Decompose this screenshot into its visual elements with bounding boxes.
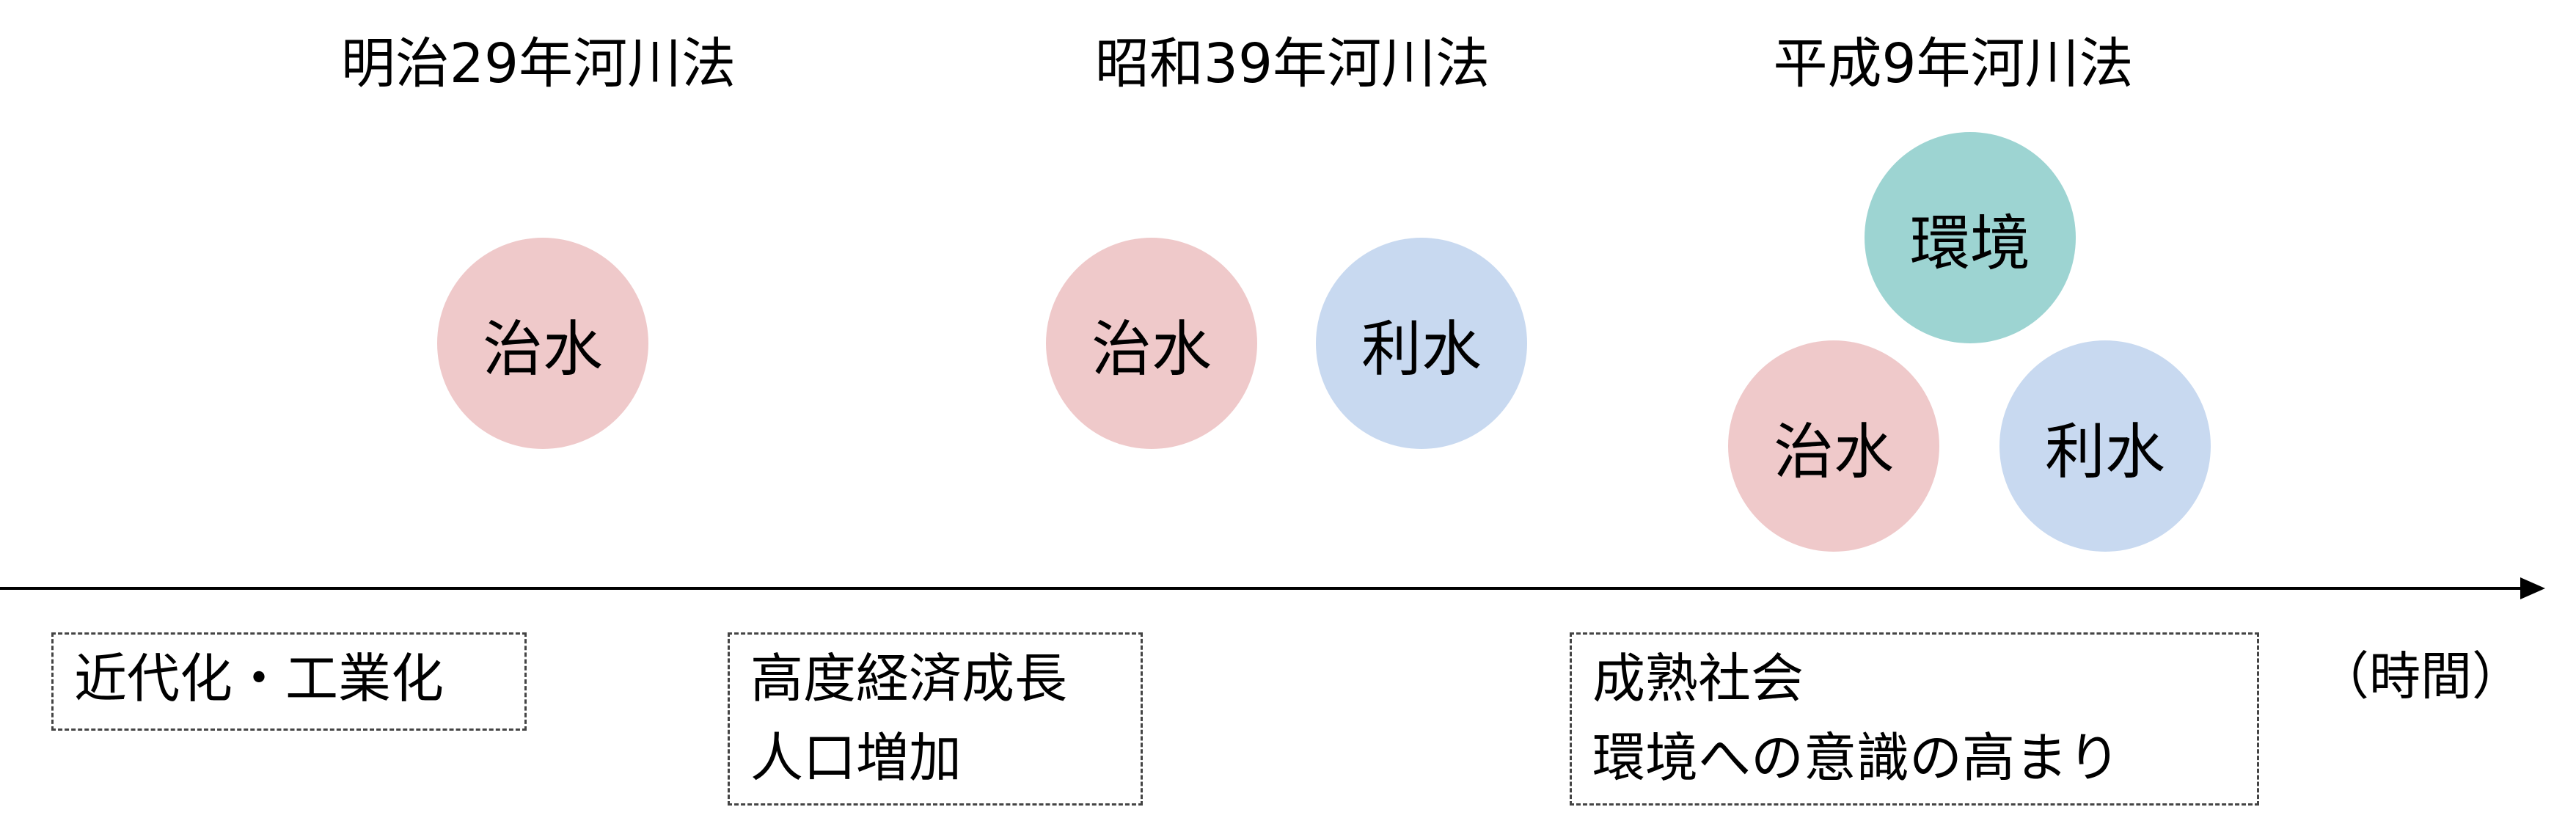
context-line: 近代化・工業化: [74, 648, 444, 709]
era-title-heisei: 平成9年河川法: [1773, 32, 2134, 95]
context-line: 成熟社会: [1592, 648, 1804, 709]
context-line: 高度経済成長: [750, 648, 1068, 709]
context-box-heisei: 成熟社会 環境への意識の高まり: [1570, 632, 2259, 806]
circle-chisui-heisei: 治水: [1728, 340, 1939, 552]
context-line: 環境への意識の高まり: [1592, 727, 2121, 789]
era-title-meiji: 明治29年河川法: [340, 32, 736, 95]
circle-risui-showa: 利水: [1316, 238, 1527, 449]
circle-chisui-showa: 治水: [1046, 238, 1257, 449]
era-title-showa: 昭和39年河川法: [1094, 32, 1490, 95]
arrow-right-icon: [2520, 577, 2545, 599]
time-axis-line: [0, 587, 2523, 590]
context-box-meiji: 近代化・工業化: [51, 632, 527, 731]
time-axis-label: （時間）: [2318, 646, 2523, 706]
circle-chisui-meiji: 治水: [437, 238, 648, 449]
context-line: 人口増加: [750, 727, 962, 789]
circle-risui-heisei: 利水: [1999, 340, 2211, 552]
circle-kankyo-heisei: 環境: [1865, 132, 2076, 343]
context-box-showa: 高度経済成長 人口増加: [728, 632, 1143, 806]
